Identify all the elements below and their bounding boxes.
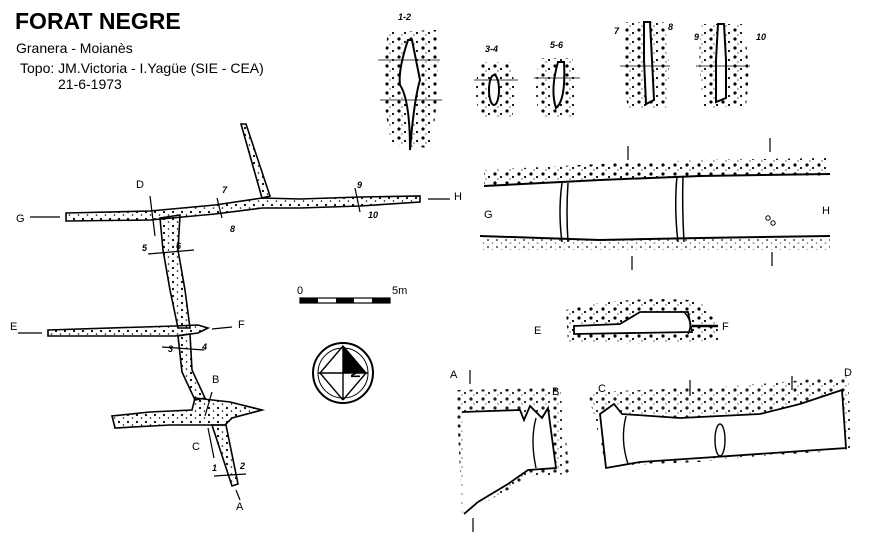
plan-label-a: A (236, 501, 244, 513)
compass-north-label: N (348, 369, 363, 378)
passage-5-6 (159, 214, 191, 329)
cross-section-1-2: 1-2 (378, 12, 442, 151)
plan-label-b: B (212, 374, 219, 386)
section-number-1: 1 (212, 463, 217, 473)
cross-section-label-8: 8 (668, 22, 673, 32)
map-title: FORAT NEGRE (15, 8, 181, 34)
cross-section-label-1-2: 1-2 (398, 12, 411, 22)
profile-ef-label-f: F (722, 321, 729, 333)
profile-c-d: C D (588, 367, 852, 470)
plan-label-d: D (136, 179, 144, 191)
profile-gh-label-h: H (822, 205, 830, 217)
profile-cd-label-d: D (844, 367, 852, 379)
section-number-7: 7 (222, 185, 228, 195)
plan-label-e: E (10, 321, 17, 333)
profile-ab-label-b: B (552, 386, 559, 398)
plan-view (47, 123, 421, 488)
section-number-8: 8 (230, 224, 235, 234)
plan-label-g: G (16, 213, 25, 225)
map-date: 21-6-1973 (58, 76, 122, 92)
section-number-2: 2 (239, 461, 245, 471)
map-credits: Topo: JM.Victoria - I.Yagüe (SIE - CEA) (20, 60, 264, 76)
plan-labels: A B C D E F G H 1 2 3 4 5 6 7 8 9 10 (10, 179, 462, 513)
section-number-6: 6 (176, 241, 182, 251)
cross-section-3-4: 3-4 (474, 44, 518, 118)
cross-section-7-8: 7 8 (614, 21, 673, 110)
section-number-5: 5 (142, 243, 148, 253)
map-location: Granera - Moianès (16, 40, 133, 56)
chamber-b (111, 397, 266, 429)
scale-start: 0 (297, 285, 303, 297)
section-number-10: 10 (368, 210, 378, 220)
passage-3-4 (177, 333, 207, 401)
scale-bar: 0 5m (297, 285, 407, 304)
compass-rose (312, 342, 374, 404)
profile-a-b: A B (450, 369, 570, 532)
cross-section-label-10: 10 (756, 32, 766, 42)
profile-g-h: G H (479, 138, 831, 270)
cross-section-label-9: 9 (694, 32, 699, 42)
profile-e-f: E F (534, 299, 729, 344)
profile-cd-label-c: C (598, 383, 606, 395)
passage-e-f (47, 324, 211, 337)
profile-ab-label-a: A (450, 369, 458, 381)
cross-section-label-7: 7 (614, 26, 620, 36)
plan-label-f: F (238, 319, 245, 331)
cross-section-5-6: 5-6 (534, 40, 580, 118)
cross-section-9-10: 9 10 (694, 23, 766, 108)
section-number-9: 9 (357, 180, 362, 190)
scale-end: 5m (392, 285, 407, 297)
plan-section-lines (18, 187, 450, 501)
profile-gh-label-g: G (484, 209, 493, 221)
section-number-3: 3 (168, 344, 173, 354)
cross-section-label-5-6: 5-6 (550, 40, 564, 50)
passage-1-2 (210, 424, 239, 488)
profile-ef-label-e: E (534, 325, 541, 337)
plan-label-c: C (192, 441, 200, 453)
plan-label-h: H (454, 191, 462, 203)
passage-north-branch (239, 123, 272, 199)
passage-g-h (65, 195, 421, 222)
section-number-4: 4 (201, 342, 207, 352)
cross-section-label-3-4: 3-4 (485, 44, 498, 54)
